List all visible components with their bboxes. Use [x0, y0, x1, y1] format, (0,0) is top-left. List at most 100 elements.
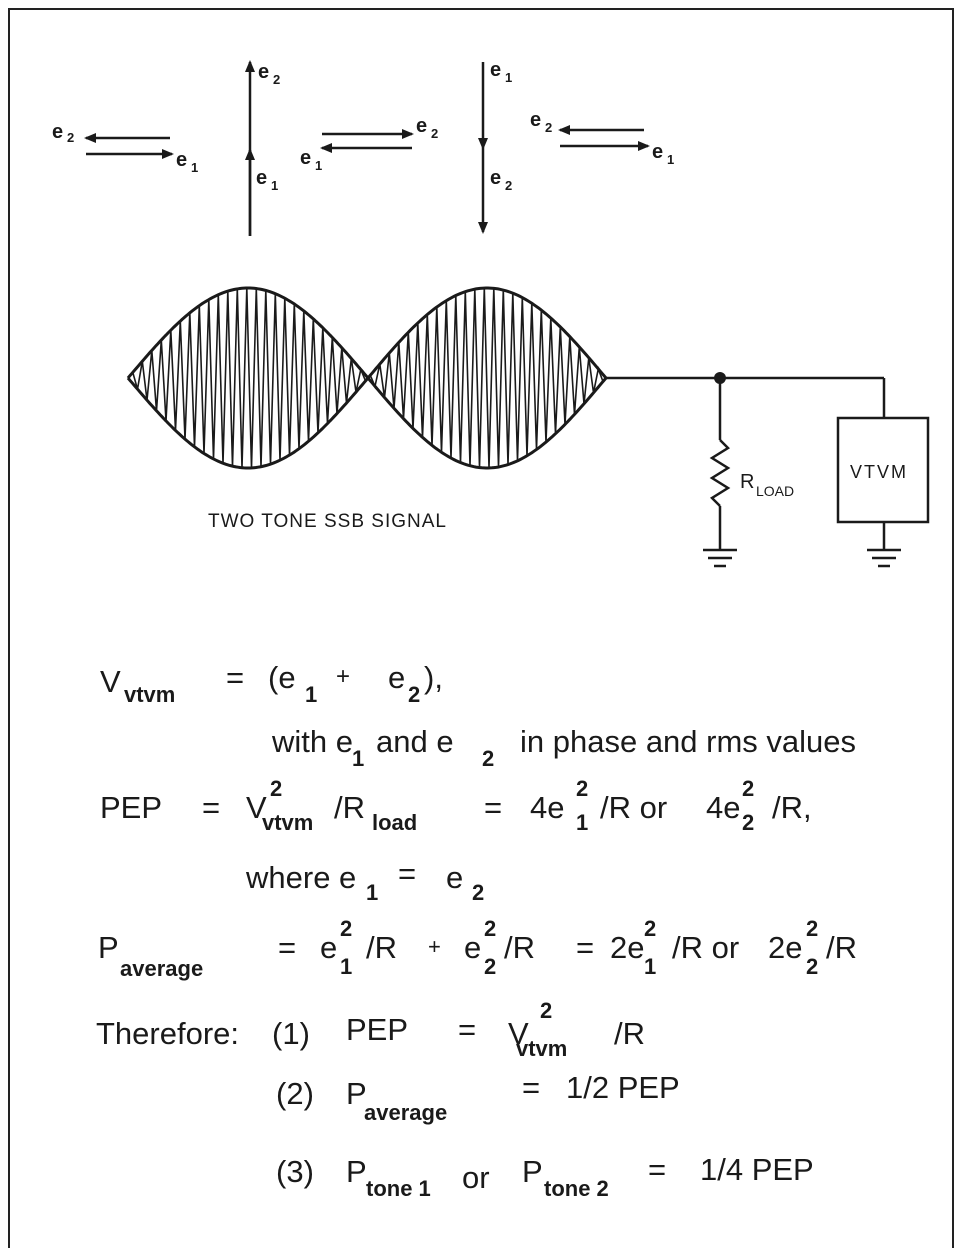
svg-text:e: e — [464, 930, 481, 965]
svg-text:2: 2 — [484, 954, 496, 979]
phasor-3-e1-label: e — [300, 147, 311, 169]
svg-text:average: average — [364, 1100, 447, 1125]
svg-text:4e: 4e — [530, 790, 564, 825]
svg-text:1: 1 — [644, 954, 656, 979]
svg-text:+: + — [428, 934, 441, 959]
svg-text:=: = — [278, 930, 296, 965]
svg-text:2: 2 — [340, 916, 352, 941]
svg-text:(3): (3) — [276, 1154, 314, 1189]
svg-text:1: 1 — [366, 880, 378, 905]
equation-line-2: with e 1 and e 2 in phase and rms values — [271, 724, 856, 771]
svg-text:/R or: /R or — [600, 790, 667, 825]
svg-text:=: = — [576, 930, 594, 965]
resistor-zigzag — [709, 439, 731, 507]
equation-line-3: PEP = V 2 vtvm /R load = 4e 2 1 /R or 4e… — [100, 776, 812, 835]
svg-text:=: = — [484, 790, 502, 825]
svg-text:2: 2 — [472, 880, 484, 905]
svg-text:2: 2 — [484, 916, 496, 941]
phasor-diagram-3 — [320, 129, 414, 153]
phasor-3-e2-sub: 2 — [431, 126, 438, 141]
svg-text:=: = — [226, 660, 244, 695]
circuit — [604, 376, 930, 568]
svg-text:average: average — [120, 956, 203, 981]
phasor-3-e1-sub: 1 — [315, 158, 322, 173]
phasor-4-e2-sub: 2 — [505, 178, 512, 193]
equation-line-7: (2) P average = 1/2 PEP — [276, 1070, 680, 1125]
svg-text:2: 2 — [576, 776, 588, 801]
svg-text:with e: with e — [271, 724, 353, 759]
phasor-1-e2-label: e — [52, 121, 63, 143]
phasor-4-e1-sub: 1 — [505, 70, 512, 85]
svg-text:and e: and e — [376, 724, 454, 759]
svg-text:V: V — [246, 790, 267, 825]
svg-text:PEP: PEP — [346, 1012, 408, 1047]
svg-text:1/2 PEP: 1/2 PEP — [566, 1070, 680, 1105]
equation-line-5: P average = e 2 1 /R + e 2 2 /R = 2e 2 1… — [98, 916, 857, 981]
svg-text:=: = — [648, 1152, 666, 1187]
svg-text:in phase and rms values: in phase and rms values — [520, 724, 856, 759]
svg-text:e: e — [446, 860, 463, 895]
svg-text:/R: /R — [504, 930, 535, 965]
vtvm-label: VTVM — [850, 462, 908, 482]
phasor-1-e1-label: e — [176, 149, 187, 171]
svg-text:vtvm: vtvm — [124, 682, 175, 707]
svg-text:1: 1 — [352, 746, 364, 771]
svg-text:1/4 PEP: 1/4 PEP — [700, 1152, 814, 1187]
phasor-4-e2-label: e — [490, 167, 501, 189]
svg-text:1: 1 — [305, 682, 317, 707]
svg-text:PEP: PEP — [100, 790, 162, 825]
svg-text:or: or — [462, 1160, 490, 1195]
two-tone-waveform — [126, 286, 608, 470]
svg-text:+: + — [336, 663, 350, 690]
svg-text:/R: /R — [366, 930, 397, 965]
phasor-1-e1-sub: 1 — [191, 160, 198, 175]
svg-text:1: 1 — [340, 954, 352, 979]
svg-text:V: V — [508, 1016, 529, 1051]
svg-text:2: 2 — [806, 954, 818, 979]
svg-text:1: 1 — [576, 810, 588, 835]
svg-text:e: e — [388, 660, 405, 695]
phasor-1-e2-sub: 2 — [67, 130, 74, 145]
svg-text:load: load — [372, 810, 417, 835]
svg-text:P: P — [346, 1154, 367, 1189]
phasor-3-e2-label: e — [416, 115, 427, 137]
svg-text:where e: where e — [245, 860, 356, 895]
phasor-5-e2-label: e — [530, 109, 541, 131]
svg-text:/R: /R — [614, 1016, 645, 1051]
equation-line-1: V vtvm = (e 1 + e 2 ), — [100, 660, 443, 707]
phasor-diagram-1 — [84, 133, 174, 159]
svg-text:/R,: /R, — [772, 790, 812, 825]
phasor-2-e1-label: e — [256, 167, 267, 189]
svg-text:vtvm: vtvm — [516, 1036, 567, 1061]
svg-text:P: P — [98, 930, 119, 965]
phasor-2-e2-sub: 2 — [273, 72, 280, 87]
waveform-caption: TWO TONE SSB SIGNAL — [208, 511, 447, 532]
svg-text:2: 2 — [644, 916, 656, 941]
phasor-diagram-5 — [558, 125, 650, 151]
equation-line-8: (3) P tone 1 or P tone 2 = 1/4 PEP — [276, 1152, 814, 1201]
svg-text:V: V — [100, 664, 121, 699]
figure-frame — [8, 8, 954, 1248]
svg-text:2e: 2e — [768, 930, 802, 965]
svg-text:),: ), — [424, 660, 443, 695]
resistor-subscript: LOAD — [756, 483, 794, 499]
svg-text:2e: 2e — [610, 930, 644, 965]
svg-text:tone 1: tone 1 — [366, 1176, 431, 1201]
equation-line-4: where e 1 = e 2 — [245, 856, 484, 905]
svg-text:2: 2 — [806, 916, 818, 941]
carrier-oscillation — [127, 287, 607, 469]
phasor-4-e1-label: e — [490, 59, 501, 81]
svg-text:(e: (e — [268, 660, 296, 695]
svg-text:Therefore:: Therefore: — [96, 1016, 239, 1051]
phasor-2-e2-label: e — [258, 61, 269, 83]
svg-text:tone 2: tone 2 — [544, 1176, 609, 1201]
svg-text:4e: 4e — [706, 790, 740, 825]
svg-text:e: e — [320, 930, 337, 965]
svg-text:/R: /R — [826, 930, 857, 965]
svg-text:/R or: /R or — [672, 930, 739, 965]
equation-line-6: Therefore: (1) PEP = V 2 vtvm /R — [96, 998, 645, 1061]
phasor-5-e1-label: e — [652, 141, 663, 163]
svg-text:=: = — [398, 856, 416, 891]
envelope-top — [126, 286, 608, 381]
